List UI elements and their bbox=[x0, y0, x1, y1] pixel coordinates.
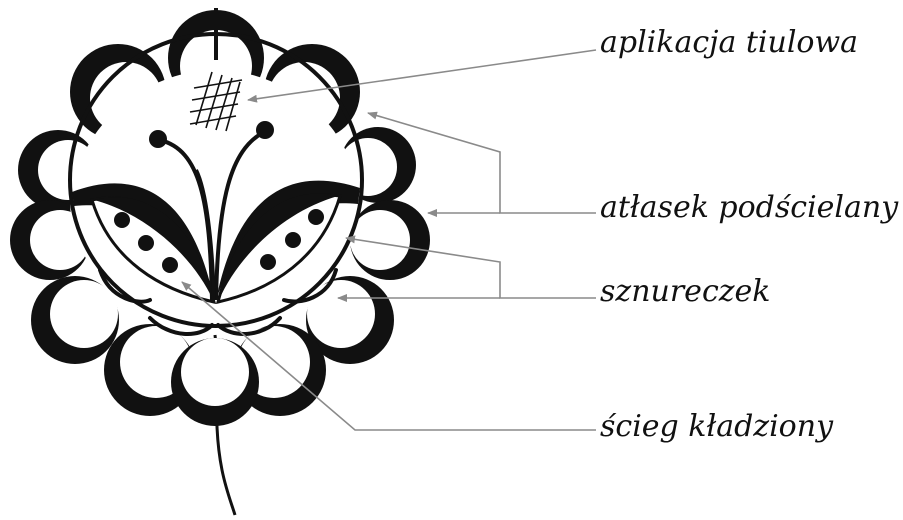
stamens bbox=[159, 130, 265, 301]
label-laid-stitch: ścieg kładziony bbox=[600, 409, 834, 444]
label-padded-satin: atłasek podścielany bbox=[600, 190, 899, 225]
leader-satin-upper bbox=[367, 111, 596, 214]
leader-cord-upper bbox=[345, 235, 596, 299]
leader-tulle bbox=[247, 49, 597, 103]
tulle-net bbox=[189, 71, 243, 132]
leader-laid bbox=[181, 281, 596, 431]
stamen-dot-right bbox=[256, 121, 274, 139]
cord-arcs bbox=[98, 268, 338, 337]
stamen-dot-left bbox=[149, 130, 167, 148]
seed-dots bbox=[114, 209, 324, 273]
left-satin-leaf bbox=[94, 197, 213, 300]
leader-lines bbox=[181, 49, 597, 431]
label-cord: sznureczek bbox=[600, 274, 771, 309]
label-tulle-applique: aplikacja tiulowa bbox=[600, 25, 859, 60]
right-satin-leaf bbox=[219, 193, 338, 300]
